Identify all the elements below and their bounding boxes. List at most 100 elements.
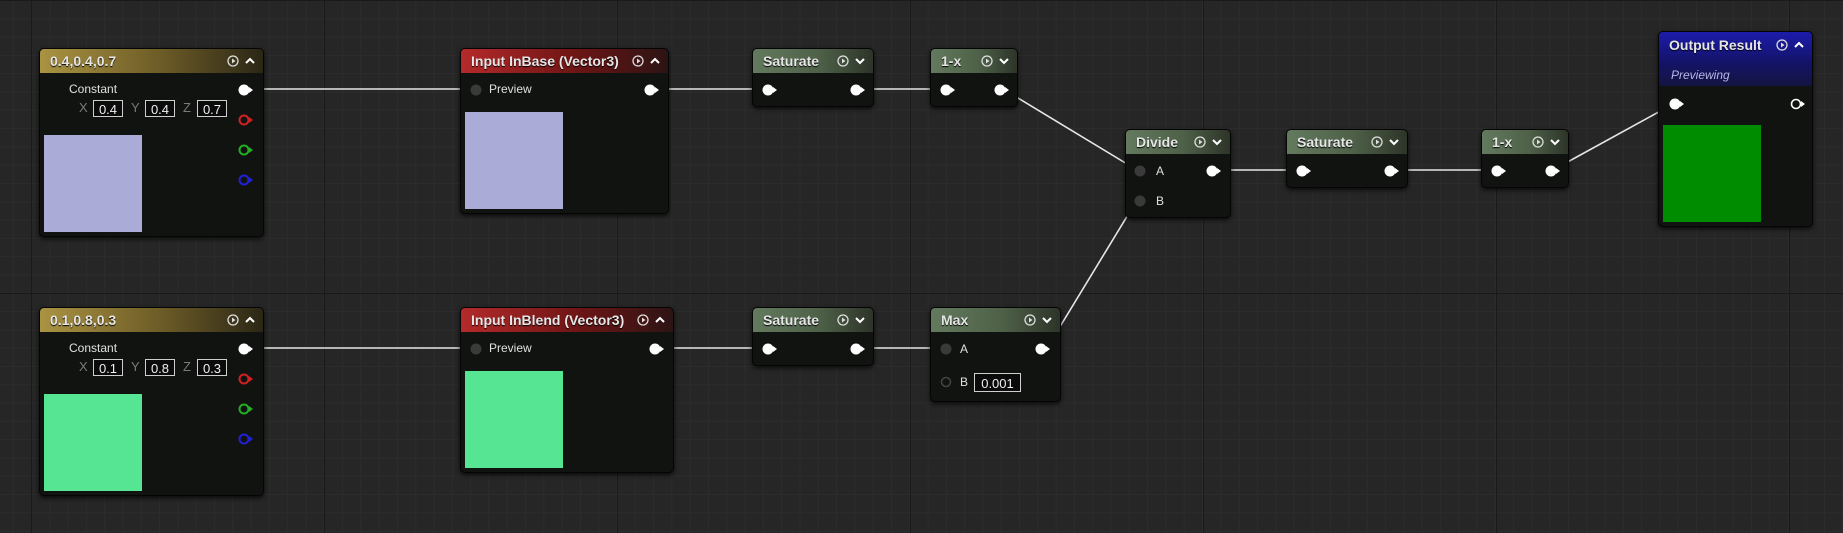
- output-pin[interactable]: [994, 83, 1010, 97]
- chevron-down-icon[interactable]: [1040, 313, 1054, 327]
- x-value-field[interactable]: 0.4: [93, 100, 123, 117]
- output-pin-red[interactable]: [238, 372, 254, 386]
- input-inbase-header[interactable]: Input InBase (Vector3): [461, 49, 668, 73]
- z-value-field[interactable]: 0.3: [197, 359, 227, 376]
- preview-toggle-icon[interactable]: [1531, 135, 1545, 149]
- z-axis-label: Z: [183, 100, 191, 115]
- constant-node-2[interactable]: 0.1,0.8,0.3 Constant X 0.1 Y 0.8 Z 0.3: [39, 307, 264, 496]
- output-pin[interactable]: [1206, 164, 1222, 178]
- preview-toggle-icon[interactable]: [631, 54, 645, 68]
- one-minus-node-top[interactable]: 1-x: [930, 48, 1018, 107]
- input-inbase-title: Input InBase (Vector3): [471, 53, 619, 69]
- y-value-field[interactable]: 0.8: [145, 359, 175, 376]
- z-axis-label: Z: [183, 359, 191, 374]
- input-inbase-node[interactable]: Input InBase (Vector3) Preview: [460, 48, 669, 214]
- preview-toggle-icon[interactable]: [1193, 135, 1207, 149]
- output-result-node[interactable]: Output Result Previewing: [1658, 31, 1813, 227]
- one-minus-right-header[interactable]: 1-x: [1482, 130, 1568, 154]
- input-pin-a[interactable]: [938, 342, 954, 356]
- output-pin-red[interactable]: [238, 113, 254, 127]
- preview-input-pin[interactable]: [468, 342, 484, 356]
- x-value-field[interactable]: 0.1: [93, 359, 123, 376]
- output-pin[interactable]: [1384, 164, 1400, 178]
- output-pin[interactable]: [1545, 164, 1561, 178]
- collapse-up-icon[interactable]: [1792, 38, 1806, 52]
- output-pin[interactable]: [649, 342, 665, 356]
- max-title: Max: [941, 312, 969, 328]
- output-pin-green[interactable]: [238, 402, 254, 416]
- input-pin[interactable]: [1296, 164, 1312, 178]
- one-minus-node-right[interactable]: 1-x: [1481, 129, 1569, 188]
- input-pin[interactable]: [940, 83, 956, 97]
- output-pin-rgb[interactable]: [238, 342, 254, 356]
- one-minus-top-header[interactable]: 1-x: [931, 49, 1017, 73]
- output-pin-rgb[interactable]: [238, 83, 254, 97]
- saturate-right-title: Saturate: [1297, 134, 1354, 150]
- output-pin-blue[interactable]: [238, 173, 254, 187]
- preview-toggle-icon[interactable]: [636, 313, 650, 327]
- z-value-field[interactable]: 0.7: [197, 100, 227, 117]
- x-axis-label: X: [79, 359, 88, 374]
- chevron-down-icon[interactable]: [1387, 135, 1401, 149]
- constant-node-1-header[interactable]: 0.4,0.4,0.7: [40, 49, 263, 73]
- saturate-node-bottom[interactable]: Saturate: [752, 307, 874, 366]
- input-pin[interactable]: [1491, 164, 1507, 178]
- saturate-top-header[interactable]: Saturate: [753, 49, 873, 73]
- y-value-field[interactable]: 0.4: [145, 100, 175, 117]
- input-pin[interactable]: [762, 83, 778, 97]
- preview-toggle-icon[interactable]: [980, 54, 994, 68]
- preview-toggle-icon[interactable]: [1775, 38, 1789, 52]
- divide-header[interactable]: Divide: [1126, 130, 1230, 154]
- saturate-right-header[interactable]: Saturate: [1287, 130, 1407, 154]
- saturate-bottom-title: Saturate: [763, 312, 820, 328]
- y-axis-label: Y: [131, 100, 140, 115]
- output-pin[interactable]: [1790, 97, 1806, 111]
- preview-toggle-icon[interactable]: [836, 54, 850, 68]
- preview-toggle-icon[interactable]: [1370, 135, 1384, 149]
- output-pin[interactable]: [644, 83, 660, 97]
- constant-node-1[interactable]: 0.4,0.4,0.7 Constant X 0.4 Y 0.4 Z 0.7: [39, 48, 264, 237]
- preview-toggle-icon[interactable]: [226, 313, 240, 327]
- output-pin-green[interactable]: [238, 143, 254, 157]
- chevron-down-icon[interactable]: [1548, 135, 1562, 149]
- preview-toggle-icon[interactable]: [836, 313, 850, 327]
- input-inblend-header[interactable]: Input InBlend (Vector3): [461, 308, 673, 332]
- input-pin-b[interactable]: [938, 375, 954, 389]
- max-header[interactable]: Max: [931, 308, 1060, 332]
- pin-b-label: B: [960, 375, 969, 389]
- saturate-node-top[interactable]: Saturate: [752, 48, 874, 107]
- preview-toggle-icon[interactable]: [1023, 313, 1037, 327]
- input-inblend-node[interactable]: Input InBlend (Vector3) Preview: [460, 307, 674, 473]
- y-axis-label: Y: [131, 359, 140, 374]
- output-pin[interactable]: [850, 83, 866, 97]
- constant-1-preview-swatch: [44, 135, 142, 232]
- saturate-bottom-header[interactable]: Saturate: [753, 308, 873, 332]
- b-value-field[interactable]: 0.001: [974, 373, 1021, 392]
- input-pin[interactable]: [1669, 97, 1685, 111]
- preview-label: Preview: [489, 341, 532, 355]
- input-pin[interactable]: [762, 342, 778, 356]
- inbase-preview-swatch: [465, 112, 563, 209]
- constant-node-2-header[interactable]: 0.1,0.8,0.3: [40, 308, 263, 332]
- divide-node[interactable]: Divide A B: [1125, 129, 1231, 218]
- collapse-up-icon[interactable]: [243, 313, 257, 327]
- preview-input-pin[interactable]: [468, 83, 484, 97]
- max-node[interactable]: Max A B 0.001: [930, 307, 1061, 402]
- pin-a-label: A: [1156, 164, 1165, 178]
- output-pin-blue[interactable]: [238, 432, 254, 446]
- preview-toggle-icon[interactable]: [226, 54, 240, 68]
- collapse-up-icon[interactable]: [653, 313, 667, 327]
- output-result-header[interactable]: Output Result: [1659, 32, 1812, 86]
- input-pin-a[interactable]: [1132, 164, 1148, 178]
- chevron-down-icon[interactable]: [853, 313, 867, 327]
- chevron-down-icon[interactable]: [853, 54, 867, 68]
- chevron-down-icon[interactable]: [1210, 135, 1224, 149]
- saturate-node-right[interactable]: Saturate: [1286, 129, 1408, 188]
- collapse-up-icon[interactable]: [648, 54, 662, 68]
- output-pin[interactable]: [850, 342, 866, 356]
- pin-b-label: B: [1156, 194, 1165, 208]
- output-pin[interactable]: [1035, 342, 1051, 356]
- chevron-down-icon[interactable]: [997, 54, 1011, 68]
- collapse-up-icon[interactable]: [243, 54, 257, 68]
- input-pin-b[interactable]: [1132, 194, 1148, 208]
